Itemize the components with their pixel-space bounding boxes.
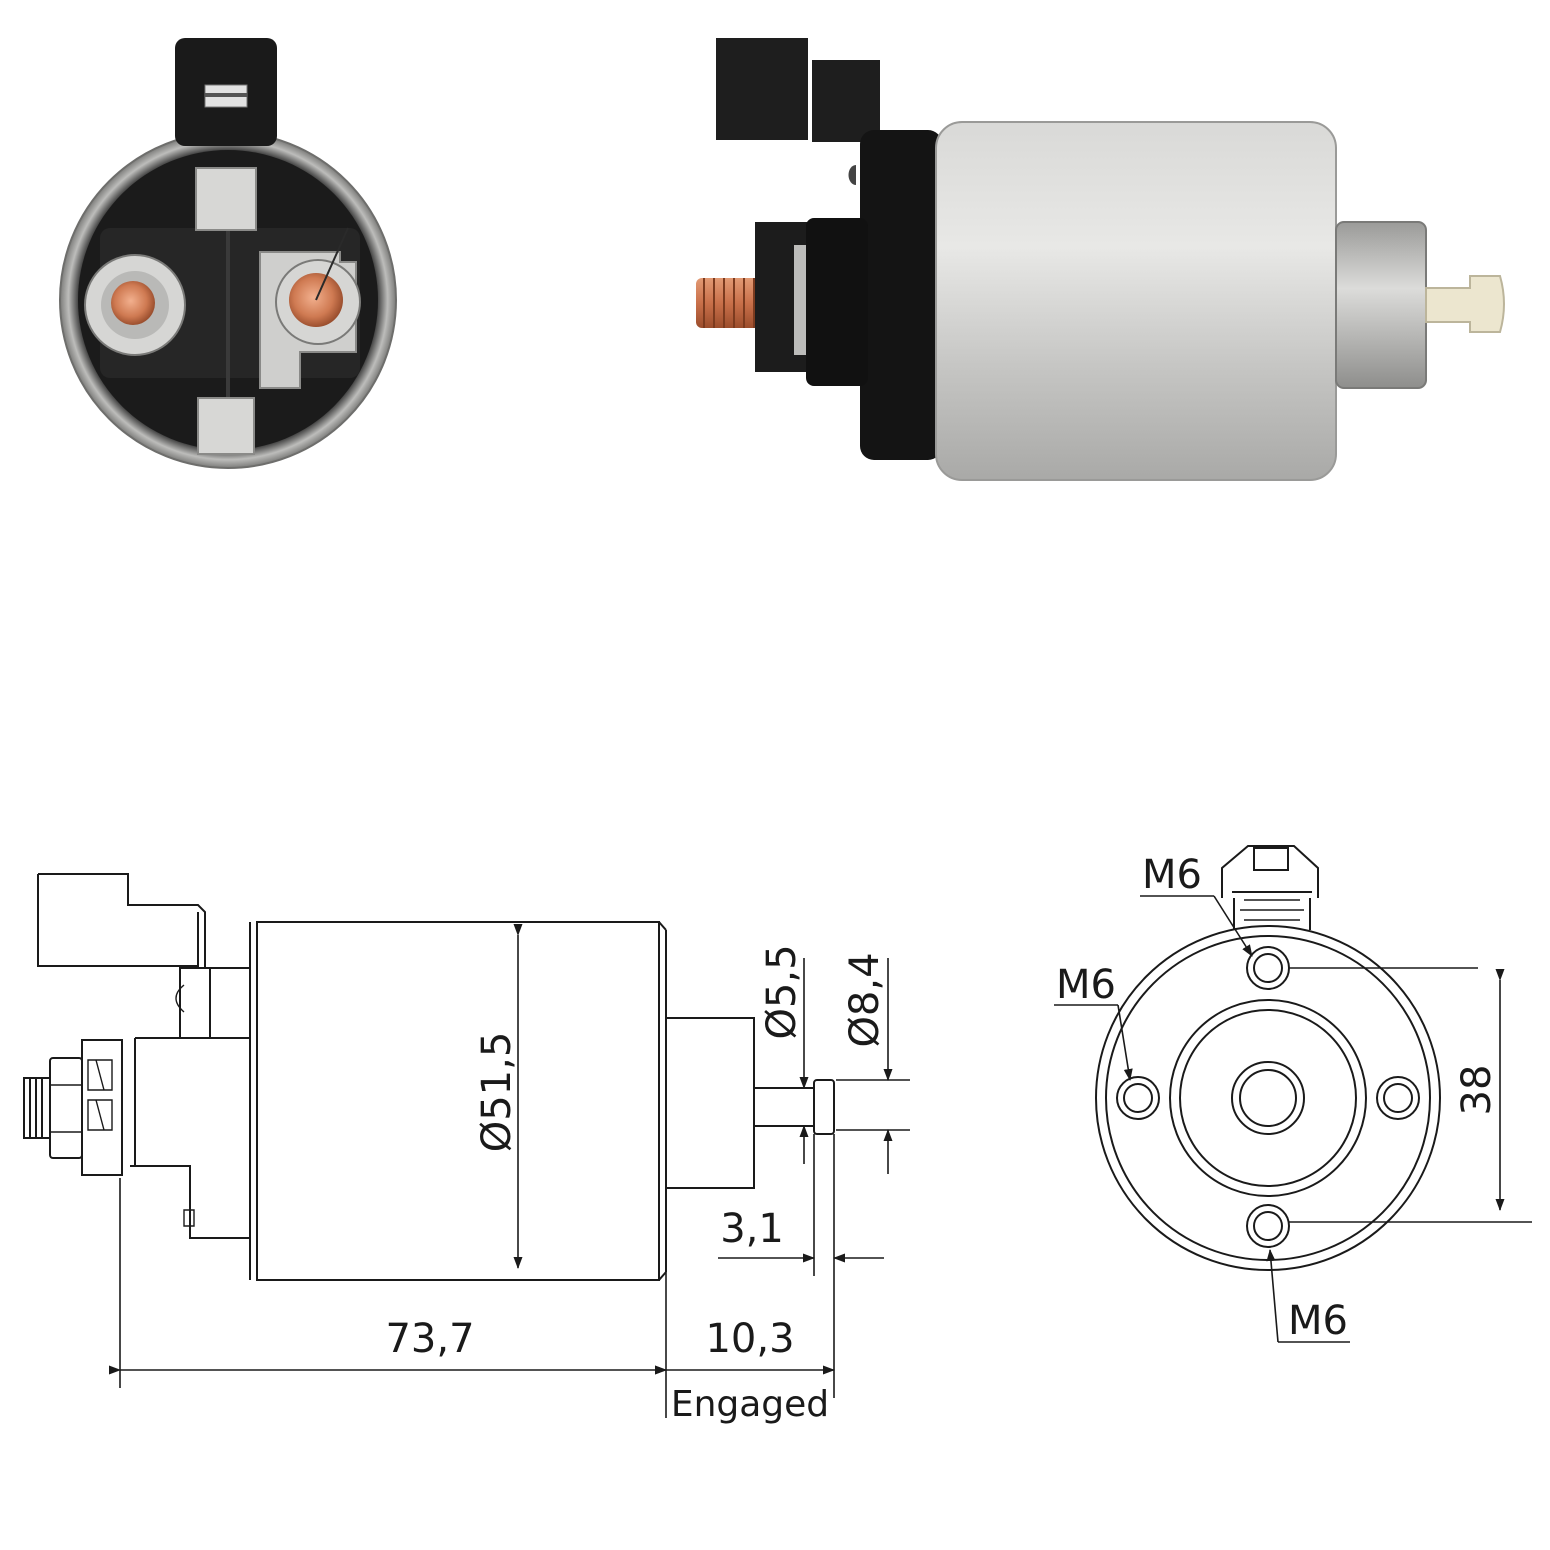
label-hole-left: M6 (1056, 962, 1116, 1008)
solenoid-housing (935, 121, 1337, 481)
mounting-hole-left (1116, 1076, 1160, 1120)
terminal-left (111, 281, 155, 325)
label-plunger-diameter-small: Ø5,5 (759, 944, 805, 1039)
photo-side-view (696, 38, 1505, 481)
label-hole-spacing: 38 (1454, 1065, 1500, 1116)
label-hole-top: M6 (1142, 852, 1202, 898)
label-body-diameter: Ø51,5 (474, 1032, 520, 1153)
label-plunger-diameter-large: Ø8,4 (842, 952, 888, 1047)
drawing-side-view: Ø51,5 Ø5,5 Ø8,4 3,1 73,7 10,3 Engaged (23, 873, 910, 1425)
label-plunger-stroke: 10,3 (705, 1316, 794, 1362)
label-hole-bottom: M6 (1288, 1298, 1348, 1344)
mounting-hole-bottom (1246, 1204, 1290, 1248)
photo-end-view (59, 38, 397, 469)
drawing-end-view: 38 M6 M6 M6 (1054, 845, 1532, 1344)
plunger-tip (1425, 275, 1505, 333)
label-tip-length: 3,1 (720, 1206, 784, 1252)
mounting-hole-right (1376, 1076, 1420, 1120)
label-stroke-state: Engaged (671, 1384, 829, 1425)
label-body-length: 73,7 (385, 1316, 474, 1362)
